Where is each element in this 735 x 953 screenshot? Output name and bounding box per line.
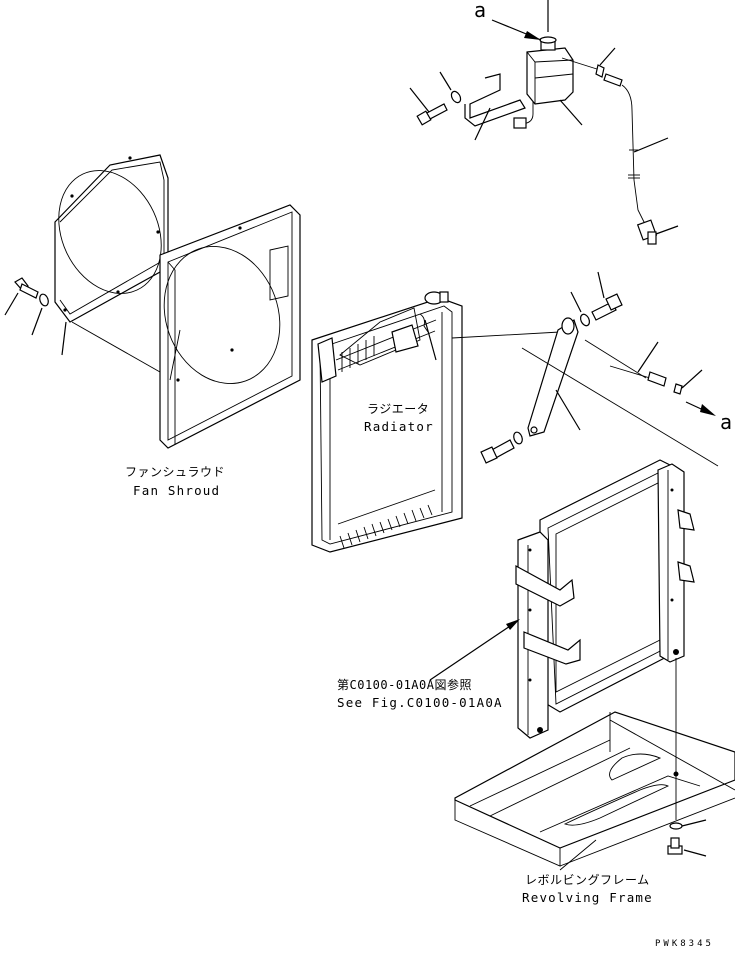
fan-shroud-label-en: Fan Shroud [133, 483, 221, 498]
bolt-icon [667, 837, 707, 857]
revolving-frame-label-jp: レボルビングフレーム [525, 873, 650, 887]
stay-rod [521, 317, 719, 467]
washer-icon [513, 431, 523, 445]
radiator [311, 291, 561, 553]
radiator-label-en: Radiator [364, 419, 434, 434]
washer-icon [570, 291, 591, 327]
drawing-code: PWK8345 [655, 939, 714, 949]
tank-bracket [464, 73, 526, 141]
fan-shroud-box [71, 204, 301, 449]
arrow-tag-top: a [474, 0, 487, 22]
fan-shroud-label-jp: ファンシュラウド [125, 465, 226, 479]
arrow-tag-right: a [720, 410, 733, 434]
bolt-icon [4, 277, 39, 316]
revolving-frame-label-en: Revolving Frame [522, 890, 653, 905]
reservoir-tank [513, 0, 583, 129]
radiator-label-jp: ラジエータ [367, 402, 430, 416]
washer-icon [669, 819, 707, 830]
arrow-icon [491, 19, 542, 41]
support-frame [515, 459, 695, 739]
overflow-hose [561, 47, 679, 245]
revolving-frame [454, 658, 735, 867]
reference-label-en: See Fig.C0100-01A0A [337, 695, 503, 710]
washer-icon [439, 71, 462, 104]
bolt-icon [409, 87, 448, 126]
bolt-icon [480, 439, 515, 464]
drain-hose [609, 341, 703, 395]
washer-icon [31, 293, 49, 336]
arrow-icon [429, 619, 520, 681]
bolt-icon [591, 271, 623, 321]
arrow-icon [685, 401, 716, 416]
reference-label-jp: 第C0100-01A0A図参照 [337, 678, 472, 692]
fan-shroud-plate [54, 154, 169, 323]
